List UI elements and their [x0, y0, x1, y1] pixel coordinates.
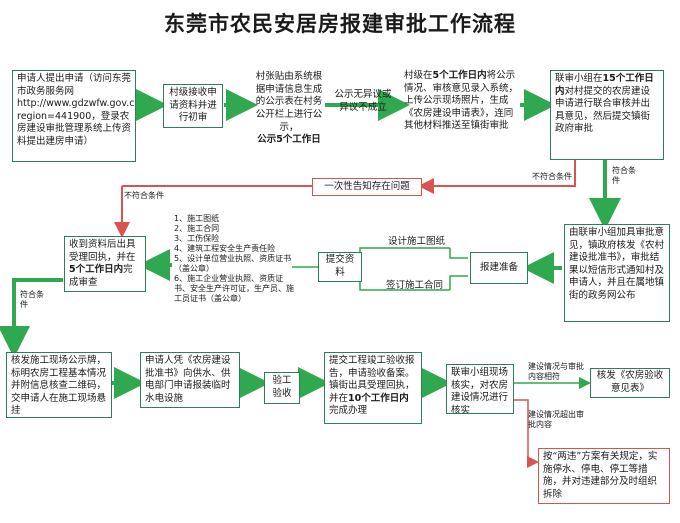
issue-permit-box: 由联审小组加具审批意见，镇政府核发《农村建设批准书》，审批结果以短信形式通知村及…: [564, 224, 670, 322]
village-submit-text: 村级在5个工作日内将公示情况、审核意见录入系统，上传公示现场照片，生成《农房建设…: [404, 70, 519, 132]
rectify-box: 按“两违”方案有关规定，实施停水、停电、停工等措施，并对违建部分及时组织拆除: [538, 448, 670, 504]
joint-inspect-box: 联审小组现场核实，对农房建设情况进行核实: [446, 364, 514, 414]
village-accept-box: 村级接收申请资料并进行初审: [163, 84, 223, 128]
arrow-inspect-to-rectify: [514, 399, 539, 468]
report-prep-box: 报建准备: [470, 252, 528, 284]
notify-box: 一次性告知存在问题: [312, 178, 422, 196]
doc-item: 4、建筑工程安全生产责任险: [174, 244, 276, 253]
check-box: 验工验收: [264, 372, 300, 404]
line-prep-design: [449, 248, 468, 259]
doc-item: 3、工伤保险: [174, 234, 220, 243]
submit-docs-box: 提交资料: [318, 252, 362, 282]
village-publicize-text: 村张贴由系统根据申请信息生成的公示表在村务公开栏上进行公示，公示5个工作日: [255, 71, 323, 146]
label-design-drawing: 设计施工图纸: [388, 236, 446, 247]
receive-box: 收到资料后出具受理回执，并在5个工作日内完成审查: [64, 236, 146, 292]
doc-list: 1、施工图纸 2、施工合同 3、工伤保险 4、建筑工程安全生产责任险 5、设计单…: [174, 214, 294, 304]
completion-box: 提交工程竣工验收报告，申请验收备案。镇街出具受理回执，并在10个工作日内完成办理: [324, 352, 422, 424]
label-mismatch: 建设情况超出审批内容: [528, 410, 584, 429]
arrow-review-to-notify: [418, 160, 576, 194]
label-meet-1: 符合条件: [612, 166, 636, 185]
arrow-receive-to-site: [0, 278, 30, 358]
utility-apply-box: 申请人凭《农房建设批准书》向供水、供电部门申请报装临时水电设施: [140, 352, 240, 408]
label-no-meet-2: 不符合条件: [124, 191, 164, 200]
line-prep-contract: [449, 275, 468, 290]
doc-item: 2、施工合同: [174, 224, 220, 233]
label-sign-contract: 签订施工合同: [386, 280, 444, 291]
issue-record-box: 核发《农房验收意见表》: [590, 368, 670, 398]
label-match: 建设情况与审批内容相符: [528, 362, 584, 381]
label-no-meet-1: 不符合条件: [532, 172, 572, 181]
joint-review-box: 联审小组在15个工作日内对村提交的农房建设申请进行联合审核并出具意见，然后提交镇…: [550, 70, 664, 160]
apply-box: 申请人提出申请（访问东莞市政务服务网 http://www.gdzwfw.gov…: [12, 70, 136, 162]
site-sign-box: 核发施工现场公示牌，标明农房工程基本情况并附信息核查二维码，交申请人在施工现场悬…: [6, 352, 112, 418]
publicize-result-text: 公示无异议或异议不成立: [334, 89, 392, 113]
label-meet-2: 符合条件: [20, 290, 44, 309]
doc-item: 6、施工企业营业执照、资质证书、安全生产许可证，生产员、施工员证书（盖公章）: [174, 274, 294, 303]
page-title: 东莞市农民安居房报建审批工作流程: [164, 12, 516, 36]
doc-item: 5、设计单位营业执照、资质证书（盖公章）: [174, 254, 292, 273]
doc-item: 1、施工图纸: [174, 214, 220, 223]
